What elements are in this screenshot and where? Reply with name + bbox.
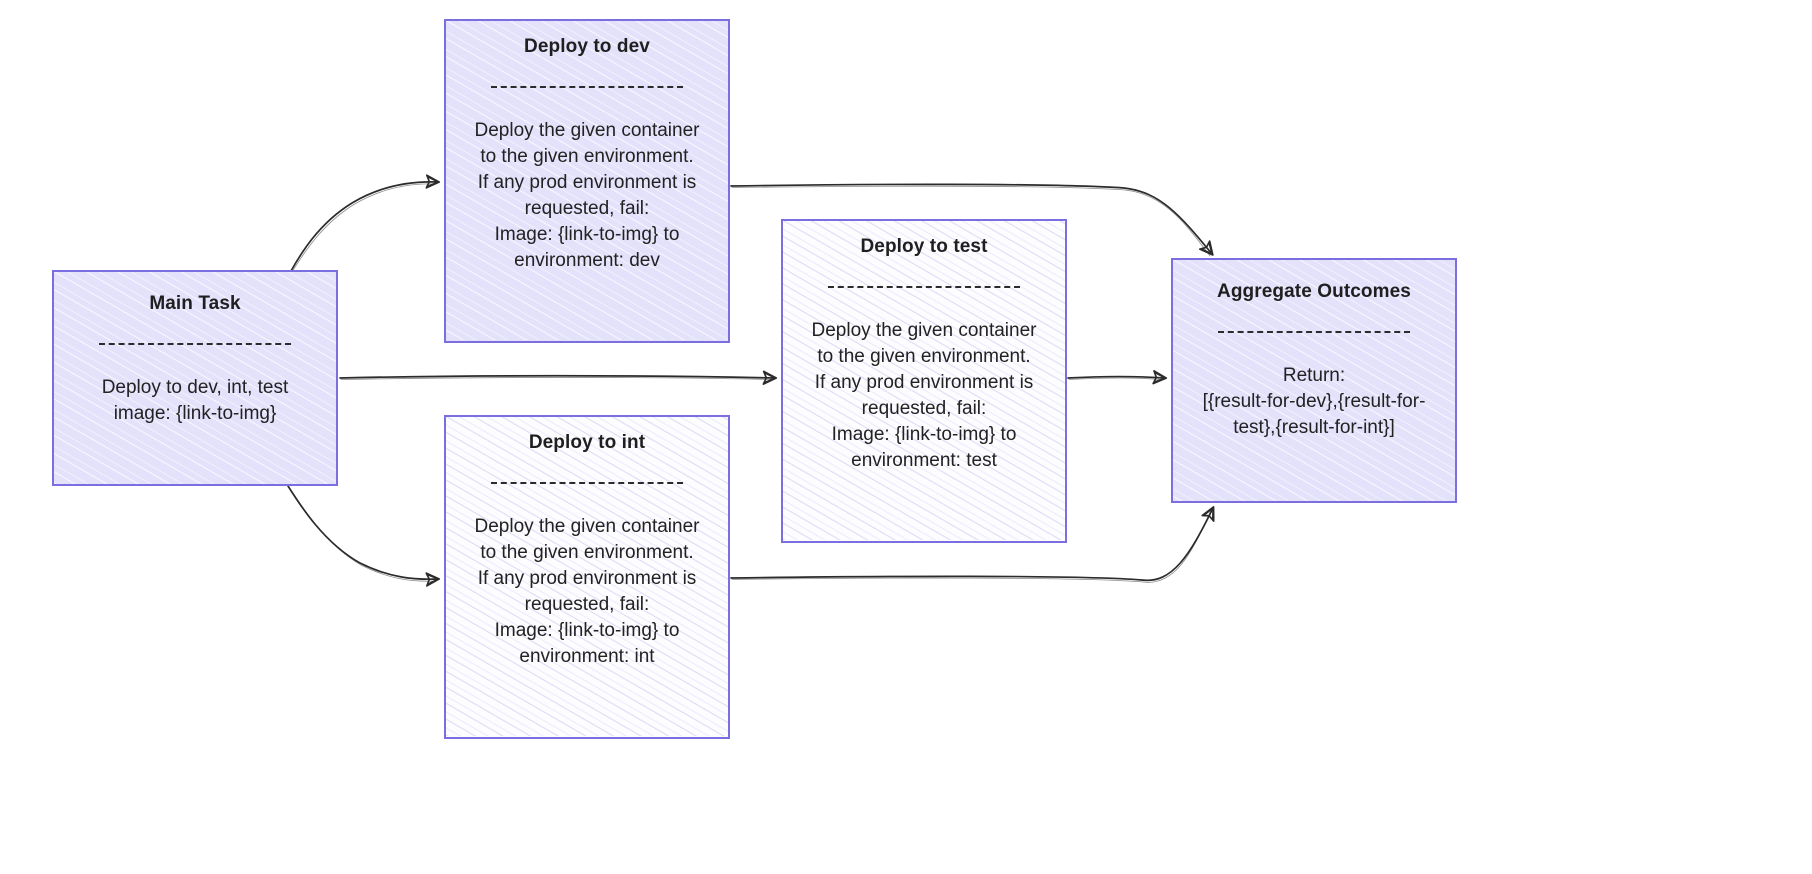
edge-main-to-dev [290, 174, 441, 273]
edge-test-to-aggregate [1067, 370, 1168, 385]
node-main-task[interactable]: Main Task Deploy to dev, int, test image… [52, 270, 338, 486]
node-deploy-to-int[interactable]: Deploy to int Deploy the given container… [444, 415, 730, 739]
node-title: Deploy to test [860, 236, 988, 257]
node-body-primary: Deploy the given container to the given … [474, 515, 700, 615]
node-title: Aggregate Outcomes [1217, 281, 1411, 302]
node-title: Deploy to int [528, 432, 646, 453]
node-divider [491, 85, 683, 88]
node-body-primary: Deploy the given container to the given … [474, 119, 700, 219]
node-aggregate-outcomes[interactable]: Aggregate Outcomes Return: [{result-for-… [1171, 258, 1457, 503]
node-divider [491, 481, 683, 484]
node-divider [828, 285, 1020, 288]
node-divider [99, 342, 291, 345]
node-body-secondary: Image: {link-to-img} to environment: tes… [831, 423, 1017, 471]
node-body-secondary: Image: {link-to-img} to environment: int [494, 619, 680, 667]
node-body-secondary: Image: {link-to-img} to environment: dev [494, 223, 680, 271]
node-body-primary: Deploy the given container to the given … [811, 319, 1037, 419]
node-body-secondary: image: {link-to-img} [113, 402, 277, 424]
node-body-primary: Deploy to dev, int, test [101, 376, 289, 398]
node-body-primary: Return: [1282, 364, 1346, 386]
edge-main-to-test [339, 370, 778, 385]
node-body-secondary: [{result-for-dev},{result-for-test},{res… [1202, 390, 1426, 438]
node-title: Main Task [149, 293, 241, 314]
node-deploy-to-test[interactable]: Deploy to test Deploy the given containe… [781, 219, 1067, 543]
node-divider [1218, 330, 1410, 333]
node-title: Deploy to dev [524, 36, 650, 57]
edge-main-to-int [287, 485, 441, 587]
node-deploy-to-dev[interactable]: Deploy to dev Deploy the given container… [444, 19, 730, 343]
